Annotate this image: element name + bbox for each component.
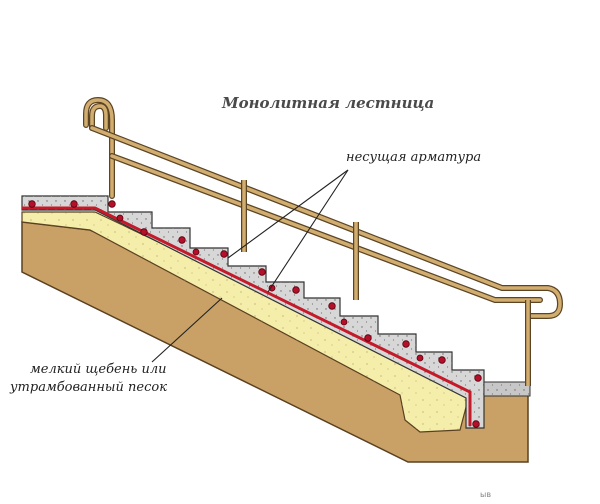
handrail (83, 96, 564, 386)
watermark-mark: ыв (480, 490, 491, 499)
label-rebar: несущая арматура (346, 150, 482, 165)
label-base-line2: утрамбованный песок (10, 380, 167, 395)
label-base-line1: мелкий щебень или (30, 362, 167, 377)
leader-lines (151, 169, 349, 363)
rebar-line (22, 206, 472, 426)
rebar-dots (28, 200, 482, 428)
diagram-title: Монолитная лестница (222, 94, 435, 112)
